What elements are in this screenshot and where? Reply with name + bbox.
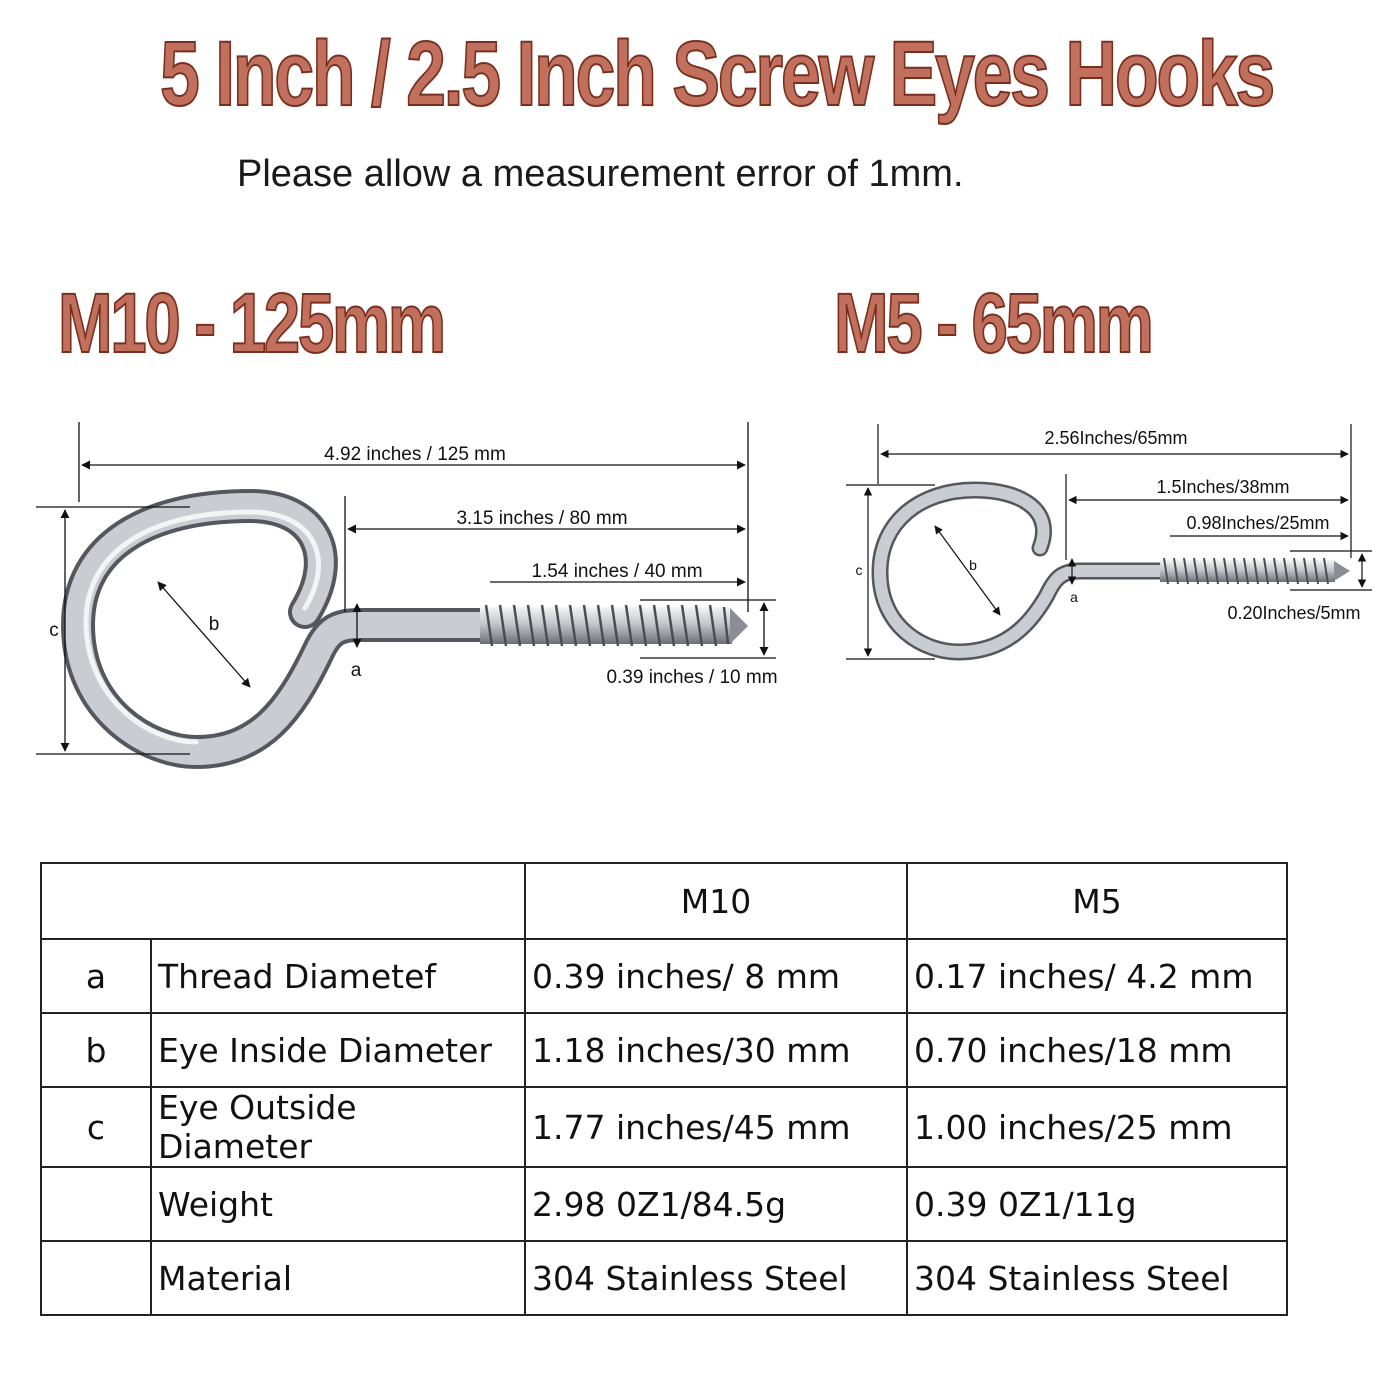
m5-total-length-label: 2.56Inches/65mm [1044,428,1187,448]
row-label: Weight [150,1166,526,1242]
table-row: Weight 2.98 0Z1/84.5g 0.39 0Z1/11g [40,1166,1288,1242]
table-row: b Eye Inside Diameter 1.18 inches/30 mm … [40,1012,1288,1088]
row-m10-value: 1.18 inches/30 mm [524,1012,908,1088]
m5-thread-length-label: 0.98Inches/25mm [1186,513,1329,533]
row-m10-value: 304 Stainless Steel [524,1240,908,1316]
row-key [40,1240,152,1316]
table-row: c Eye Outside Diameter 1.77 inches/45 mm… [40,1086,1288,1168]
m10-model-title: M10 - 125mm [57,275,447,371]
m10-hook-drawing: 4.92 inches / 125 mm 3.15 inches / 80 mm… [36,422,778,769]
m10-thread-diameter-label: 0.39 inches / 10 mm [606,667,777,688]
specification-table: M10 M5 a Thread Diametef 0.39 inches/ 8 … [40,862,1288,1316]
row-m5-value: 0.39 0Z1/11g [906,1166,1288,1242]
row-m5-value: 0.17 inches/ 4.2 mm [906,938,1288,1014]
row-key: c [40,1086,152,1168]
m10-dim-a-label: a [351,660,362,681]
row-key: a [40,938,152,1014]
m5-hook-drawing: 2.56Inches/65mm 1.5Inches/38mm 0.98Inche… [846,424,1372,661]
row-key [40,1166,152,1242]
row-label: Eye Inside Diameter [150,1012,526,1088]
m10-shank-length-label: 3.15 inches / 80 mm [456,508,627,529]
m5-dim-b-label: b [969,557,977,573]
table-row: Material 304 Stainless Steel 304 Stainle… [40,1240,1288,1316]
m10-dim-b-label: b [209,614,220,635]
row-label: Eye Outside Diameter [150,1086,526,1168]
m5-dim-a-label: a [1070,589,1078,605]
row-key: b [40,1012,152,1088]
m5-dim-c-label: c [856,562,863,578]
row-m5-value: 304 Stainless Steel [906,1240,1288,1316]
table-header-m5: M5 [906,862,1288,940]
m10-thread-length-label: 1.54 inches / 40 mm [531,561,702,582]
row-m5-value: 1.00 inches/25 mm [906,1086,1288,1168]
hook-diagrams: 4.92 inches / 125 mm 3.15 inches / 80 mm… [36,422,1372,769]
m10-dim-c-label: c [49,620,59,641]
row-m10-value: 1.77 inches/45 mm [524,1086,908,1168]
row-m10-value: 0.39 inches/ 8 mm [524,938,908,1014]
m5-thread-diameter-label: 0.20Inches/5mm [1227,603,1360,623]
table-row: a Thread Diametef 0.39 inches/ 8 mm 0.17… [40,938,1288,1014]
row-m5-value: 0.70 inches/18 mm [906,1012,1288,1088]
row-m10-value: 2.98 0Z1/84.5g [524,1166,908,1242]
row-label: Material [150,1240,526,1316]
row-label: Thread Diametef [150,938,526,1014]
table-header-m10: M10 [524,862,908,940]
m10-total-length-label: 4.92 inches / 125 mm [324,444,506,465]
measurement-note: Please allow a measurement error of 1mm. [237,153,964,195]
table-header-row: M10 M5 [40,862,1288,940]
m5-model-title: M5 - 65mm [833,275,1154,371]
m5-shank-length-label: 1.5Inches/38mm [1156,477,1289,497]
page-title: 5 Inch / 2.5 Inch Screw Eyes Hooks [159,22,1276,126]
table-header-blank [40,862,526,940]
